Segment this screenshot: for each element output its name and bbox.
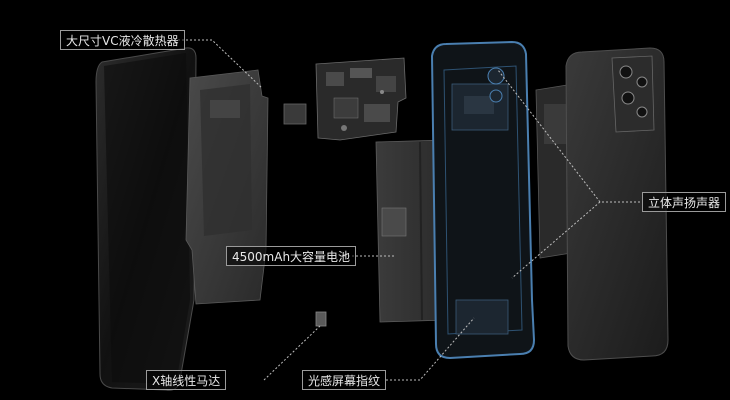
speaker-leader-line-b — [511, 201, 601, 279]
vc-leader-line — [178, 39, 263, 89]
motor-leader-line — [263, 325, 321, 381]
battery-label: 4500mAh大容量电池 — [226, 246, 357, 266]
fingerprint-leader-line — [386, 317, 475, 381]
fingerprint-label: 光感屏幕指纹 — [302, 370, 387, 390]
vc-cooling-label: 大尺寸VC液冷散热器 — [60, 30, 185, 50]
speaker-label: 立体声扬声器 — [642, 192, 727, 212]
x-axis-motor — [315, 311, 327, 327]
motor-label: X轴线性马达 — [146, 370, 227, 390]
small-chip — [283, 103, 307, 125]
